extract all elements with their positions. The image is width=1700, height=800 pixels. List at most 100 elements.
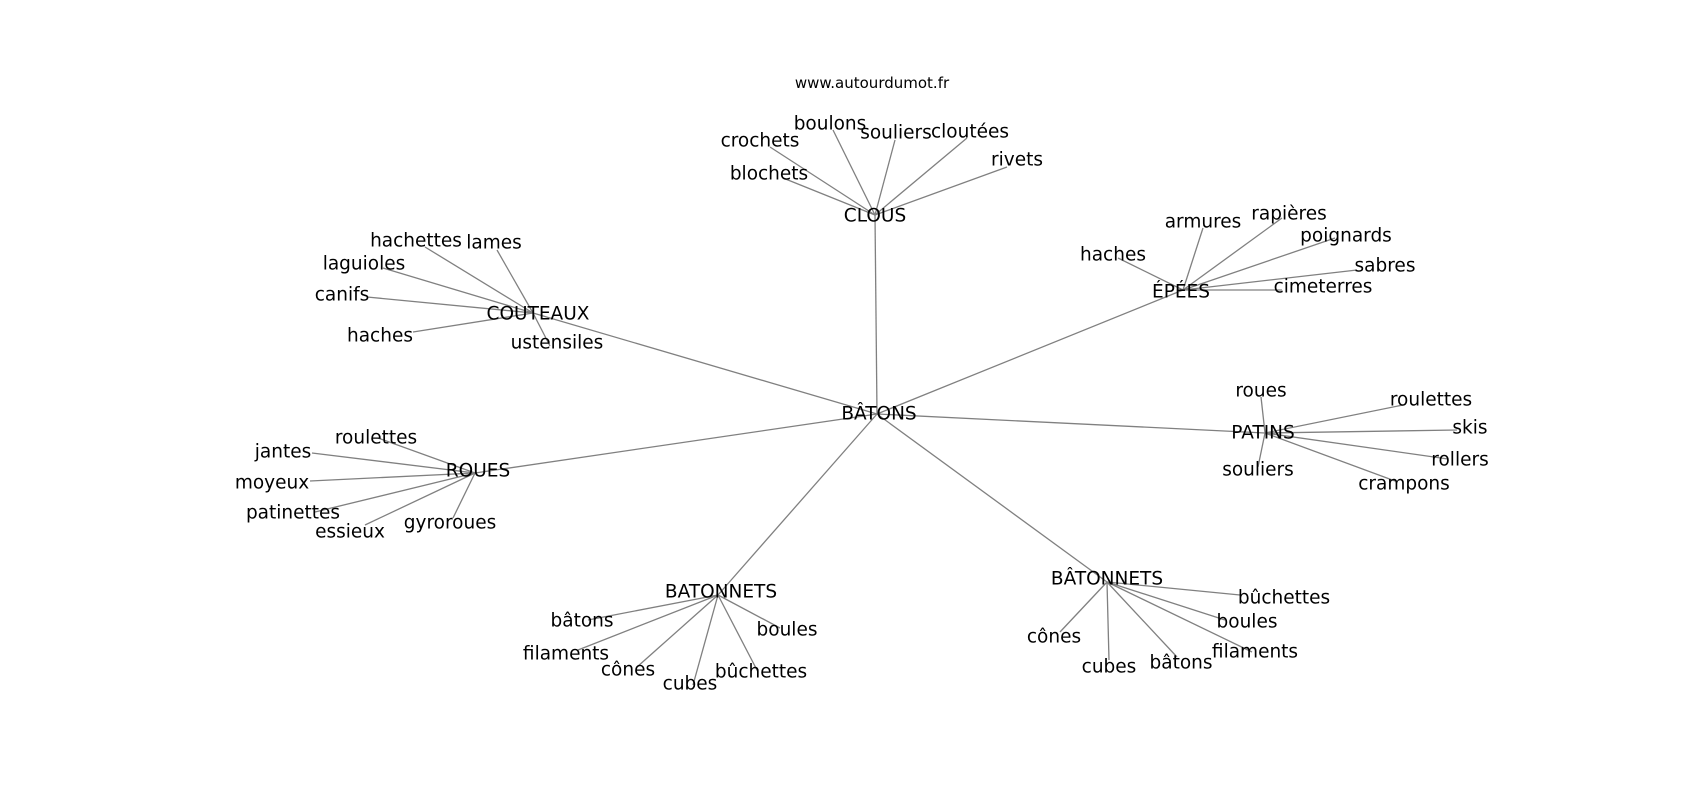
hub-node-epees[interactable]: ÉPÉES xyxy=(1152,281,1210,303)
hub-node-batonnets[interactable]: BATONNETS xyxy=(665,582,777,603)
leaf-node[interactable]: bûchettes xyxy=(1238,588,1330,609)
leaf-node[interactable]: moyeux xyxy=(235,473,309,494)
edge-batonnets-leaf xyxy=(587,594,719,621)
edge-batonnets2-leaf xyxy=(1106,581,1178,658)
edge-couteaux-leaf xyxy=(424,246,534,314)
edge-roues-leaf xyxy=(314,472,476,513)
hub-node-clous[interactable]: CLOUS xyxy=(844,206,906,227)
edge-epees-leaf xyxy=(1182,237,1336,291)
edge-center-to-couteaux xyxy=(532,312,878,415)
edge-couteaux-leaf xyxy=(496,249,534,314)
hub-node-patins[interactable]: PATINS xyxy=(1231,423,1295,444)
edge-epees-leaf xyxy=(1182,217,1283,291)
edge-patins-leaf xyxy=(1264,432,1396,482)
edge-center-to-clous xyxy=(874,214,878,415)
edge-batonnets-leaf xyxy=(577,594,719,651)
edge-clous-leaf xyxy=(832,129,876,216)
leaf-node[interactable]: armures xyxy=(1165,212,1242,233)
leaf-node[interactable]: sabres xyxy=(1355,256,1416,277)
leaf-node[interactable]: bûchettes xyxy=(715,662,807,683)
edge-center-to-batonnets2 xyxy=(876,413,1108,583)
edge-clous-leaf xyxy=(874,137,968,216)
leaf-node[interactable]: rapières xyxy=(1251,204,1326,225)
edge-patins-leaf xyxy=(1264,429,1458,434)
hub-node-batonnets2[interactable]: BÂTONNETS xyxy=(1051,568,1163,590)
edge-batonnets2-leaf xyxy=(1106,581,1110,661)
leaf-node[interactable]: lames xyxy=(466,233,522,254)
leaf-node[interactable]: boules xyxy=(757,620,818,641)
edge-batonnets2-leaf xyxy=(1059,581,1108,633)
leaf-node[interactable]: haches xyxy=(347,326,413,347)
leaf-node[interactable]: ustensiles xyxy=(511,333,604,354)
leaf-node[interactable]: cônes xyxy=(601,660,655,681)
hub-node-couteaux[interactable]: COUTEAUX xyxy=(487,304,590,325)
edge-batonnets-leaf xyxy=(717,594,759,673)
leaf-node[interactable]: filaments xyxy=(1212,642,1298,663)
leaf-node[interactable]: filaments xyxy=(523,644,609,665)
leaf-node[interactable]: cubes xyxy=(1082,657,1137,678)
leaf-node[interactable]: roulettes xyxy=(335,428,417,449)
leaf-node[interactable]: roues xyxy=(1235,381,1286,402)
leaf-node[interactable]: haches xyxy=(1080,245,1146,266)
edge-roues-leaf xyxy=(452,472,476,519)
leaf-node[interactable]: souliers xyxy=(860,123,932,144)
leaf-node[interactable]: rivets xyxy=(991,150,1043,171)
edge-center-to-patins xyxy=(876,413,1266,434)
edge-patins-leaf xyxy=(1264,404,1404,434)
edge-epees-leaf xyxy=(1182,227,1204,291)
edge-patins-leaf xyxy=(1260,396,1266,434)
leaf-node[interactable]: gyroroues xyxy=(404,513,496,534)
leaf-node[interactable]: rollers xyxy=(1431,450,1488,471)
edge-batonnets-leaf xyxy=(717,594,781,629)
leaf-node[interactable]: blochets xyxy=(730,164,808,185)
labels-layer: www.autourdumot.fr BÂTONSCLOUScrochetsbo… xyxy=(235,74,1489,695)
edge-clous-leaf xyxy=(769,146,876,216)
center-node[interactable]: BÂTONS xyxy=(841,403,916,425)
edges-layer xyxy=(309,129,1458,686)
edge-patins-leaf xyxy=(1264,432,1449,460)
leaf-node[interactable]: boules xyxy=(1217,612,1278,633)
edge-center-to-roues xyxy=(474,413,878,474)
edge-batonnets2-leaf xyxy=(1106,581,1253,653)
leaf-node[interactable]: cubes xyxy=(663,674,718,695)
leaf-node[interactable]: cloutées xyxy=(931,122,1009,143)
edge-center-to-batonnets xyxy=(717,413,878,596)
leaf-node[interactable]: cônes xyxy=(1027,627,1081,648)
leaf-node[interactable]: essieux xyxy=(315,522,385,543)
edge-epees-leaf xyxy=(1182,269,1358,291)
edge-clous-leaf xyxy=(874,139,896,216)
leaf-node[interactable]: bâtons xyxy=(1149,653,1212,674)
edge-roues-leaf xyxy=(309,472,476,482)
edge-couteaux-leaf xyxy=(382,267,534,314)
site-title[interactable]: www.autourdumot.fr xyxy=(795,74,950,92)
leaf-node[interactable]: jantes xyxy=(254,442,311,463)
leaf-node[interactable]: poignards xyxy=(1300,226,1392,247)
edge-clous-leaf xyxy=(782,177,876,216)
edge-couteaux-leaf xyxy=(412,312,534,333)
leaf-node[interactable]: crochets xyxy=(721,131,800,152)
edge-batonnets-leaf xyxy=(636,594,719,668)
leaf-node[interactable]: skis xyxy=(1452,418,1487,439)
edge-batonnets2-leaf xyxy=(1106,581,1226,621)
edge-roues-leaf xyxy=(311,452,476,474)
leaf-node[interactable]: bâtons xyxy=(550,611,613,632)
leaf-node[interactable]: laguioles xyxy=(323,254,406,275)
hub-node-roues[interactable]: ROUES xyxy=(446,461,510,482)
edge-clous-leaf xyxy=(874,166,1008,216)
edge-batonnets2-leaf xyxy=(1106,581,1241,596)
leaf-node[interactable]: souliers xyxy=(1222,460,1294,481)
leaf-node[interactable]: patinettes xyxy=(246,503,340,524)
leaf-node[interactable]: boulons xyxy=(794,114,867,135)
edge-patins-leaf xyxy=(1257,432,1266,468)
leaf-node[interactable]: cimeterres xyxy=(1274,277,1373,298)
edge-roues-leaf xyxy=(377,437,476,474)
leaf-node[interactable]: canifs xyxy=(315,285,370,306)
edge-center-to-epees xyxy=(876,289,1184,415)
leaf-node[interactable]: crampons xyxy=(1358,474,1450,495)
edge-roues-leaf xyxy=(364,472,476,526)
leaf-node[interactable]: hachettes xyxy=(370,231,462,252)
edge-couteaux-leaf xyxy=(366,296,534,314)
edge-couteaux-leaf xyxy=(532,312,551,347)
leaf-node[interactable]: roulettes xyxy=(1390,390,1472,411)
